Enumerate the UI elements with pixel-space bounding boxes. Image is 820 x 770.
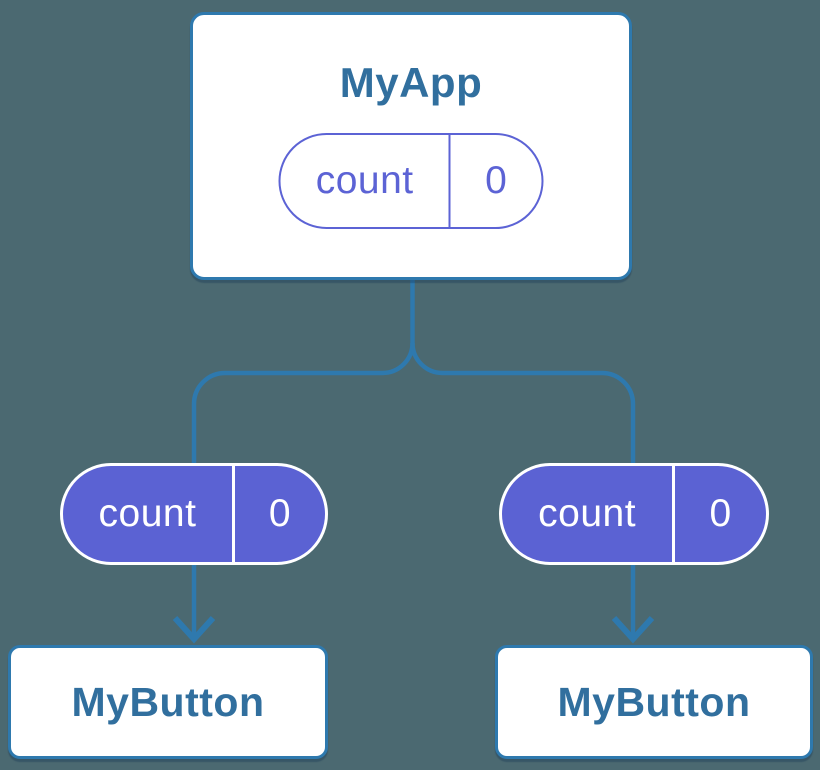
prop-name-label: count (502, 466, 676, 562)
prop-name-label: count (63, 466, 235, 562)
prop-pill-left: count 0 (60, 463, 328, 565)
prop-pill-right: count 0 (499, 463, 769, 565)
root-component-title: MyApp (339, 59, 483, 106)
arrow-left-head-icon (172, 615, 216, 644)
child-component-title: MyButton (557, 678, 751, 725)
prop-value-label: 0 (268, 492, 292, 535)
child-component-title: MyButton (71, 678, 265, 725)
state-value-label: 0 (485, 159, 508, 202)
branch-left-line (191, 342, 415, 464)
branch-right-line (410, 342, 636, 464)
prop-value-label: 0 (709, 492, 732, 535)
component-card-child-right: MyButton (495, 645, 813, 759)
component-card-root: MyApp count 0 (190, 12, 632, 280)
state-name-label: count (281, 135, 451, 227)
root-state-pill: count 0 (278, 133, 544, 229)
arrow-right-head-icon (611, 615, 655, 644)
component-card-child-left: MyButton (8, 645, 328, 759)
